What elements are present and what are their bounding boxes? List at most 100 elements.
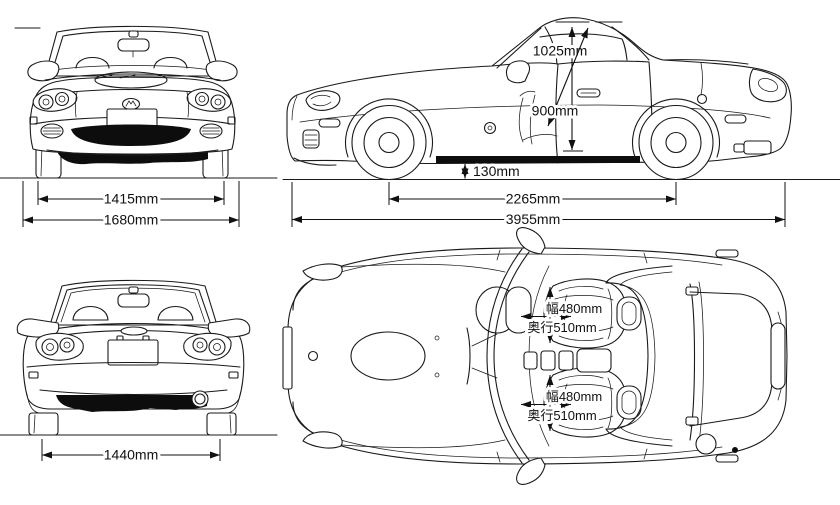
seat-contour	[558, 335, 604, 341]
dash-line	[53, 65, 212, 71]
lamp-core	[58, 95, 66, 103]
fender-flare	[27, 398, 40, 414]
tail-light-right	[183, 332, 232, 361]
tire-line	[33, 414, 36, 434]
hub	[665, 131, 687, 154]
brake-light-emblem	[120, 326, 148, 336]
headrest	[75, 56, 110, 69]
seat-contour	[558, 375, 604, 381]
fog-lamp-right	[199, 123, 223, 139]
seat-contour	[558, 286, 604, 292]
trunk-hinge	[685, 416, 699, 426]
seat-contour	[554, 295, 614, 301]
lamp	[54, 91, 70, 107]
rearview-mirror	[117, 293, 150, 308]
grille-opening	[71, 124, 191, 146]
tire	[638, 104, 714, 181]
plate-light	[142, 335, 150, 341]
hub	[378, 131, 400, 154]
console-armrest	[576, 348, 612, 373]
exhaust-tip	[191, 390, 209, 408]
rocker-shadow	[436, 156, 640, 163]
front-plate-bracket	[282, 326, 293, 390]
headlight-cover	[302, 431, 343, 449]
bumper-crease	[26, 361, 241, 368]
dim-overall-width: 1680mm	[104, 212, 158, 228]
bumper-intake	[302, 129, 320, 149]
front-wheel	[351, 104, 427, 181]
lamp	[194, 91, 210, 107]
side-mirror	[207, 318, 251, 338]
fuel-door	[696, 93, 708, 105]
emblem-wings	[125, 100, 137, 107]
seat-contour	[554, 384, 614, 390]
cowl-line	[44, 73, 221, 81]
side-mirror	[516, 227, 546, 255]
lamp-core	[46, 343, 54, 351]
seatback-line	[518, 97, 524, 143]
tire-line	[229, 414, 232, 434]
rear-plate-recess	[770, 322, 786, 390]
seat-dimensions-right: 幅480mm 奥行510mm	[521, 287, 605, 343]
dimension-line-seat	[547, 27, 589, 127]
lamp-core	[198, 95, 206, 103]
seat-left	[543, 367, 642, 438]
dim-wheelbase: 2265mm	[506, 191, 560, 207]
headrest-inner	[621, 301, 637, 326]
turn-signal	[318, 118, 341, 128]
front-width-dimensions: 1415mm 1680mm	[22, 181, 240, 231]
headrest	[157, 306, 194, 321]
body-side-edge	[333, 437, 723, 459]
dim-ground-clearance: 130mm	[473, 163, 520, 179]
hood-bulge	[350, 331, 426, 381]
front-view: 1415mm 1680mm	[0, 25, 278, 231]
bumper-reflector	[724, 114, 747, 124]
lamp	[38, 94, 54, 110]
trunk-seam	[700, 62, 703, 96]
dim-seat-to-roof: 900mm	[532, 103, 579, 119]
dim-rear-track: 1440mm	[104, 447, 158, 463]
emblem	[307, 350, 319, 362]
wiper	[471, 367, 498, 379]
headrest	[153, 56, 188, 69]
center-console	[523, 348, 612, 373]
console-switch	[540, 350, 556, 371]
hood-contour	[94, 71, 168, 89]
exhaust-tip	[733, 143, 745, 153]
rearview-mirror	[117, 38, 150, 52]
muffler	[743, 140, 772, 155]
tail-light	[748, 68, 787, 103]
rim	[650, 116, 702, 169]
side-dimensions: 1025mm 900mm 130mm 2265mm 3955mm	[291, 27, 786, 230]
side-marker	[483, 121, 497, 135]
reflector	[228, 371, 239, 379]
dim-seat-depth: 奥行510mm	[527, 408, 596, 423]
washer-nozzle	[434, 372, 440, 378]
dim-front-track: 1415mm	[104, 191, 158, 207]
headrest-line	[519, 90, 536, 97]
door-seam	[496, 451, 501, 463]
seat-contour	[554, 415, 614, 421]
tire	[28, 412, 59, 436]
side-mirror	[505, 60, 531, 84]
wheel-arch	[344, 98, 434, 158]
fog-lamp-left	[40, 123, 64, 139]
body-side-edge	[333, 253, 723, 275]
headlight-right	[186, 88, 232, 112]
wheel-arch	[631, 98, 721, 158]
rear-view: 1440mm	[0, 279, 278, 466]
seat-contour	[554, 326, 614, 332]
trunk-hinge	[685, 286, 699, 296]
side-mirror	[16, 318, 60, 338]
license-plate	[107, 339, 159, 366]
seat-cushion-line	[522, 133, 558, 141]
seatback-line	[529, 94, 536, 145]
side-mirror	[516, 457, 546, 485]
panel-seam	[186, 91, 190, 118]
headlight-detail	[312, 101, 332, 107]
mirror-mount	[128, 286, 139, 294]
wiper	[471, 333, 498, 347]
wiper	[94, 74, 113, 80]
side-trim	[715, 454, 739, 463]
